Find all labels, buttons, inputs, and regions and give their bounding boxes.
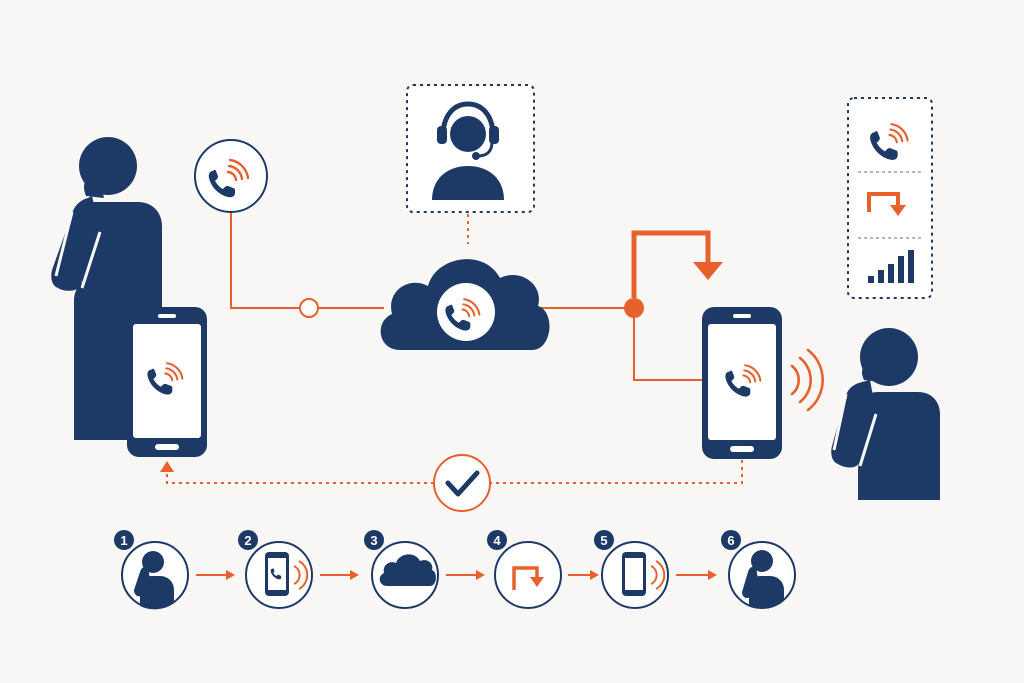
forward-arrow xyxy=(631,230,711,298)
step-3-number: 3 xyxy=(370,533,377,548)
legend-signal-bars-icon xyxy=(868,250,914,283)
phone-call-icon xyxy=(194,139,268,213)
step-4: 4 xyxy=(487,530,562,609)
step-arrow-1 xyxy=(196,570,235,580)
junction-node-filled xyxy=(624,298,644,318)
step-6-number: 6 xyxy=(727,533,734,548)
step-arrow-4 xyxy=(568,570,599,580)
step-3-cloud-icon xyxy=(379,554,436,586)
step-5-ringing-smartphone-icon xyxy=(622,552,666,596)
step-5: 5 xyxy=(594,530,669,609)
step-5-number: 5 xyxy=(600,533,607,548)
caller-to-cloud-line xyxy=(230,212,300,309)
step-1-person-on-phone-icon xyxy=(134,551,174,610)
steps-row: 1 2 3 xyxy=(114,530,796,610)
step-2-ringing-smartphone-icon xyxy=(265,552,309,596)
receiver-ringing-smartphone-icon xyxy=(702,307,824,459)
receiver-person-on-phone-icon xyxy=(831,328,940,500)
step-2: 2 xyxy=(238,530,313,609)
legend-panel xyxy=(847,97,933,299)
step-3: 3 xyxy=(364,530,439,609)
connection-lines xyxy=(160,212,743,484)
step-arrow-3 xyxy=(446,570,485,580)
step-1: 1 xyxy=(114,530,189,610)
checkmark-icon xyxy=(433,454,491,512)
return-confirmation-line xyxy=(490,460,743,484)
junction-node-open xyxy=(299,298,319,318)
step-6: 6 xyxy=(721,530,796,609)
step-arrow-5 xyxy=(676,570,717,580)
cloud-phone-icon xyxy=(380,259,550,350)
step-2-number: 2 xyxy=(244,533,251,548)
legend-call-forward-arrow-icon xyxy=(867,192,906,216)
step-1-number: 1 xyxy=(120,533,127,548)
step-4-call-forward-arrow-icon xyxy=(512,566,544,590)
ringing-smartphone-icon xyxy=(127,307,207,457)
step-6-person-on-phone-icon xyxy=(742,550,784,609)
headset-agent-icon xyxy=(406,84,535,213)
step-arrow-2 xyxy=(320,570,359,580)
step-4-number: 4 xyxy=(493,533,501,548)
